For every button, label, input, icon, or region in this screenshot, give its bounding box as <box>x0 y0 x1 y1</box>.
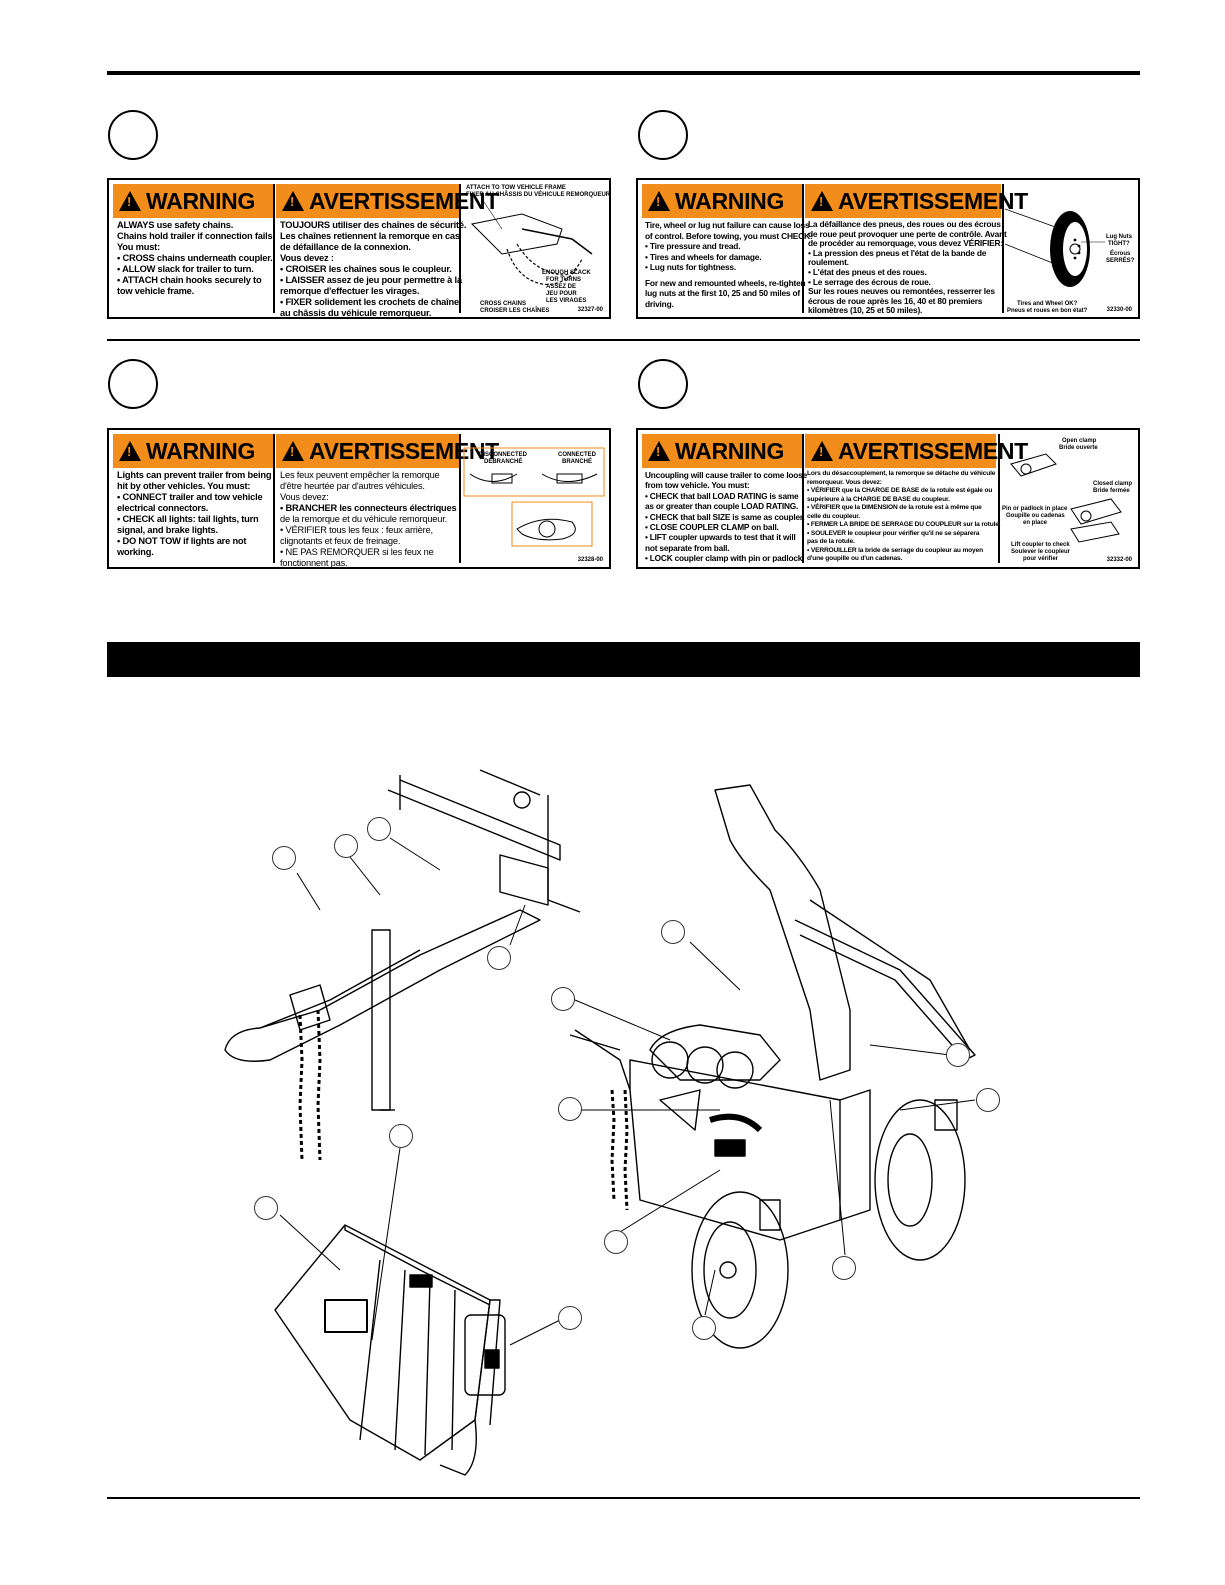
callout-circle <box>558 1306 582 1330</box>
tire-illustration: Lug Nuts TIGHT? Écrous SERRÉS? Tires and… <box>1005 184 1138 314</box>
avertissement-header: AVERTISSEMENT <box>805 184 1028 218</box>
step-circle-2 <box>638 110 688 160</box>
tire-wheel-decal: WARNING AVERTISSEMENT Tire, wheel or lug… <box>636 178 1140 319</box>
french-text: TOUJOURS utiliser des chaînes de sécurit… <box>280 220 467 318</box>
step-circle-3 <box>108 359 158 409</box>
callout-circle <box>254 1196 278 1220</box>
hitch-tongue-drawing <box>224 769 581 1161</box>
warning-header: WARNING <box>113 184 273 218</box>
warning-triangle-icon <box>119 441 141 461</box>
decal-part-number: 32328-00 <box>577 557 603 563</box>
english-text: Uncoupling will cause trailer to come lo… <box>645 470 807 564</box>
avertissement-header: AVERTISSEMENT <box>276 184 499 218</box>
callout-circle <box>551 987 575 1011</box>
french-text: Lors du désaccouplement, la remorque se … <box>807 470 1001 562</box>
warning-triangle-icon <box>119 191 141 211</box>
callout-circle <box>367 817 391 841</box>
bottom-rule <box>107 1497 1140 1499</box>
french-text: La défaillance des pneus, des roues ou d… <box>808 219 1007 316</box>
decal-part-number: 32332-00 <box>1106 557 1132 563</box>
callout-circle <box>334 834 358 858</box>
warning-triangle-icon <box>811 191 833 211</box>
step-circle-4 <box>638 359 688 409</box>
english-text: ALWAYS use safety chains.Chains hold tra… <box>117 220 275 296</box>
section-header-band <box>107 642 1140 677</box>
avertissement-header: AVERTISSEMENT <box>276 434 499 468</box>
hopper-drawing <box>274 1224 506 1476</box>
avertissement-header: AVERTISSEMENT <box>805 434 1028 468</box>
warning-triangle-icon <box>811 441 833 461</box>
callout-circle <box>604 1230 628 1254</box>
callout-circle <box>692 1316 716 1340</box>
english-text: Tire, wheel or lug nut failure can cause… <box>645 220 813 309</box>
warning-triangle-icon <box>282 441 304 461</box>
chain-illustration: ATTACH TO TOW VEHICLE FRAME FIXER AU CHÂ… <box>466 185 611 314</box>
callout-circle <box>487 946 511 970</box>
warning-header: WARNING <box>113 434 273 468</box>
callout-circle <box>558 1097 582 1121</box>
callout-circle <box>661 920 685 944</box>
leader-lines <box>279 837 976 1346</box>
callout-circle <box>946 1043 970 1067</box>
warning-triangle-icon <box>648 441 670 461</box>
top-rule <box>107 71 1140 75</box>
callout-circle <box>976 1088 1000 1112</box>
lights-decal: WARNING AVERTISSEMENT Lights can prevent… <box>107 428 611 569</box>
warning-triangle-icon <box>648 191 670 211</box>
callout-circle <box>832 1256 856 1280</box>
step-circle-1 <box>108 110 158 160</box>
callout-circle <box>389 1124 413 1148</box>
clamp-illustration: Open clamp Bride ouverte Closed clamp Br… <box>1002 438 1133 562</box>
warning-header: WARNING <box>642 184 802 218</box>
safety-chain-decal: WARNING AVERTISSEMENT ALWAYS use safety … <box>107 178 611 319</box>
callout-circle <box>272 846 296 870</box>
decal-part-number: 32327-00 <box>577 307 603 313</box>
warning-triangle-icon <box>282 191 304 211</box>
middle-rule <box>107 339 1140 341</box>
connector-illustration: DISCONNECTED DÉBRANCHÉ CONNECTED BRANCHÉ <box>462 434 607 563</box>
warning-header: WARNING <box>642 434 802 468</box>
coupler-decal: WARNING AVERTISSEMENT Uncoupling will ca… <box>636 428 1140 569</box>
decal-part-number: 32330-00 <box>1106 307 1132 313</box>
machine-illustration <box>224 769 976 1476</box>
chipper-drawing <box>569 784 976 1349</box>
